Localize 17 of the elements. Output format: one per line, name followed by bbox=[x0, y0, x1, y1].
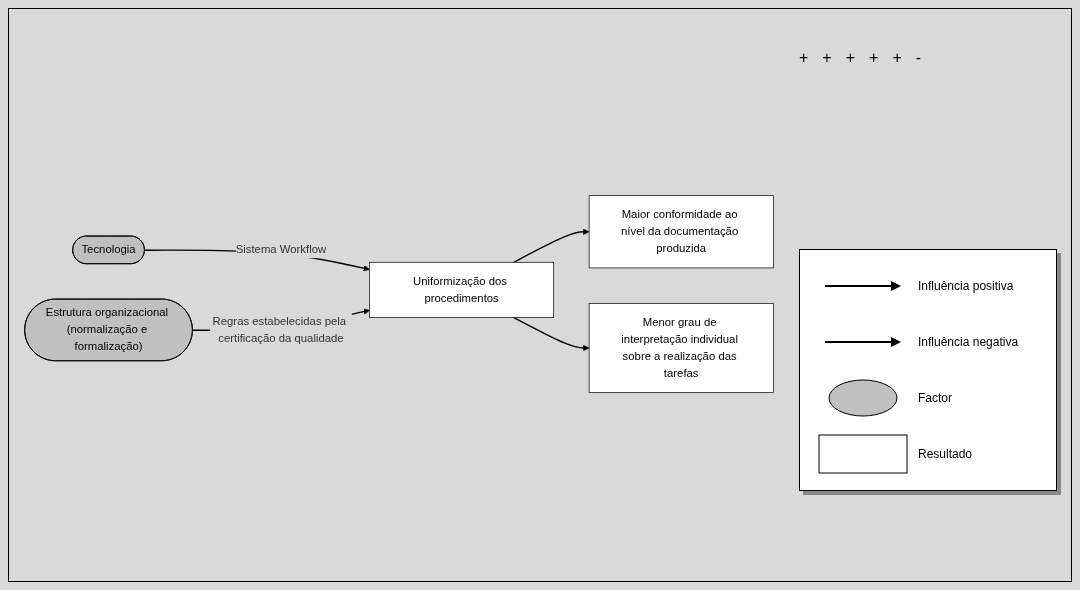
arrow bbox=[513, 228, 590, 263]
legend-label: Influência positiva bbox=[918, 279, 1014, 293]
edge-label: Sistema Workflow bbox=[235, 243, 327, 256]
legend-label: Factor bbox=[918, 391, 952, 405]
influence-sign: + bbox=[892, 49, 902, 66]
arrow bbox=[513, 316, 590, 351]
legend-label: Influência negativa bbox=[918, 335, 1019, 349]
node-box: Uniformização dos procedimentos bbox=[369, 261, 555, 318]
influence-sign: + bbox=[822, 49, 832, 66]
influence-sign: + bbox=[869, 49, 879, 66]
influence-sign: + bbox=[845, 49, 856, 66]
node-box: Menor grau de interpretação individual sobre a realização das tarefas bbox=[588, 302, 774, 393]
edge-label: Regras estabelecidas pela certificação da qualidade bbox=[212, 314, 347, 344]
influence-sign: + bbox=[799, 49, 809, 66]
influence-sign: - bbox=[915, 49, 922, 66]
node-box: Maior conformidade ao nível da documentação produzida bbox=[588, 195, 774, 269]
legend-label: Resultado bbox=[918, 447, 973, 461]
